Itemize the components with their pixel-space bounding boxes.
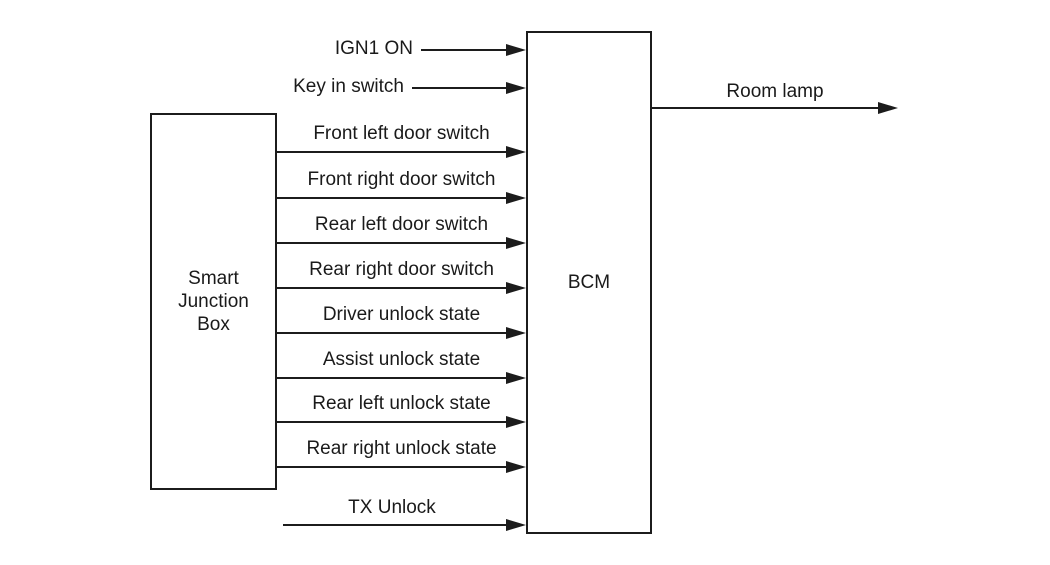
arrowhead xyxy=(506,372,526,384)
bcm-label: BCM xyxy=(567,272,611,293)
arrowhead xyxy=(506,44,526,56)
arrowhead xyxy=(506,146,526,158)
smart-junction-box-label: Smart Junction Box xyxy=(178,268,249,335)
wire xyxy=(277,377,506,379)
arrowhead xyxy=(506,192,526,204)
arrowhead xyxy=(506,461,526,473)
signal-label: Rear left unlock state xyxy=(312,393,491,414)
bcm-box: BCM xyxy=(526,31,652,534)
input-label: IGN1 ON xyxy=(334,38,413,59)
wire xyxy=(412,87,506,89)
signal-label: Front right door switch xyxy=(307,169,496,190)
wire xyxy=(277,242,506,244)
wire xyxy=(652,107,878,109)
signal-label: Front left door switch xyxy=(313,123,490,144)
input-label: Key in switch xyxy=(293,76,404,97)
arrowhead xyxy=(506,416,526,428)
wire xyxy=(277,197,506,199)
wire xyxy=(283,524,506,526)
arrowhead xyxy=(506,282,526,294)
signal-label: Rear right unlock state xyxy=(306,438,497,459)
smart-junction-box: Smart Junction Box xyxy=(150,113,277,490)
wire xyxy=(277,466,506,468)
input-label: TX Unlock xyxy=(348,497,436,518)
signal-label: Rear left door switch xyxy=(314,214,489,235)
wire xyxy=(421,49,506,51)
arrowhead xyxy=(878,102,898,114)
arrowhead xyxy=(506,519,526,531)
signal-label: Driver unlock state xyxy=(322,304,481,325)
arrowhead xyxy=(506,82,526,94)
output-label: Room lamp xyxy=(726,81,824,102)
signal-label: Rear right door switch xyxy=(309,259,494,280)
arrowhead xyxy=(506,237,526,249)
wire xyxy=(277,332,506,334)
signal-label: Assist unlock state xyxy=(322,349,481,370)
wire xyxy=(277,151,506,153)
wire xyxy=(277,421,506,423)
arrowhead xyxy=(506,327,526,339)
wire xyxy=(277,287,506,289)
